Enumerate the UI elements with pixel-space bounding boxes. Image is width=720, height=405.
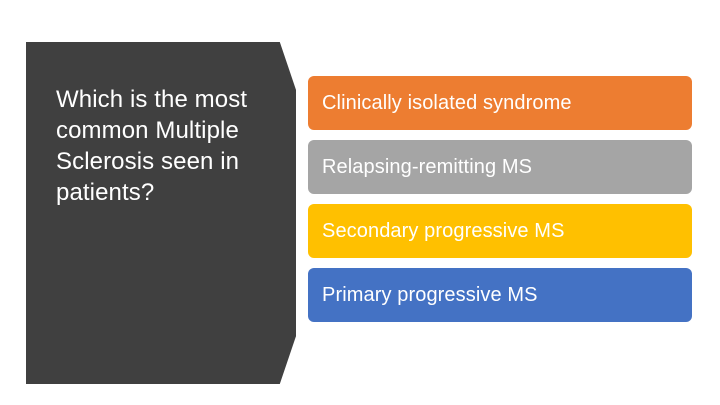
answer-option-2-label: Relapsing-remitting MS [322, 156, 533, 178]
answer-option-3-label: Secondary progressive MS [322, 220, 565, 242]
answer-option-2[interactable]: Relapsing-remitting MS [308, 140, 692, 194]
answer-option-1-label: Clinically isolated syndrome [322, 92, 572, 114]
answer-option-4[interactable]: Primary progressive MS [308, 268, 692, 322]
answer-list: Clinically isolated syndrome Relapsing-r… [308, 76, 692, 332]
question-text: Which is the most common Multiple Sclero… [56, 86, 248, 206]
answer-option-4-label: Primary progressive MS [322, 284, 538, 306]
question-panel [26, 42, 296, 384]
answer-option-1[interactable]: Clinically isolated syndrome [308, 76, 692, 130]
answer-option-3[interactable]: Secondary progressive MS [308, 204, 692, 258]
